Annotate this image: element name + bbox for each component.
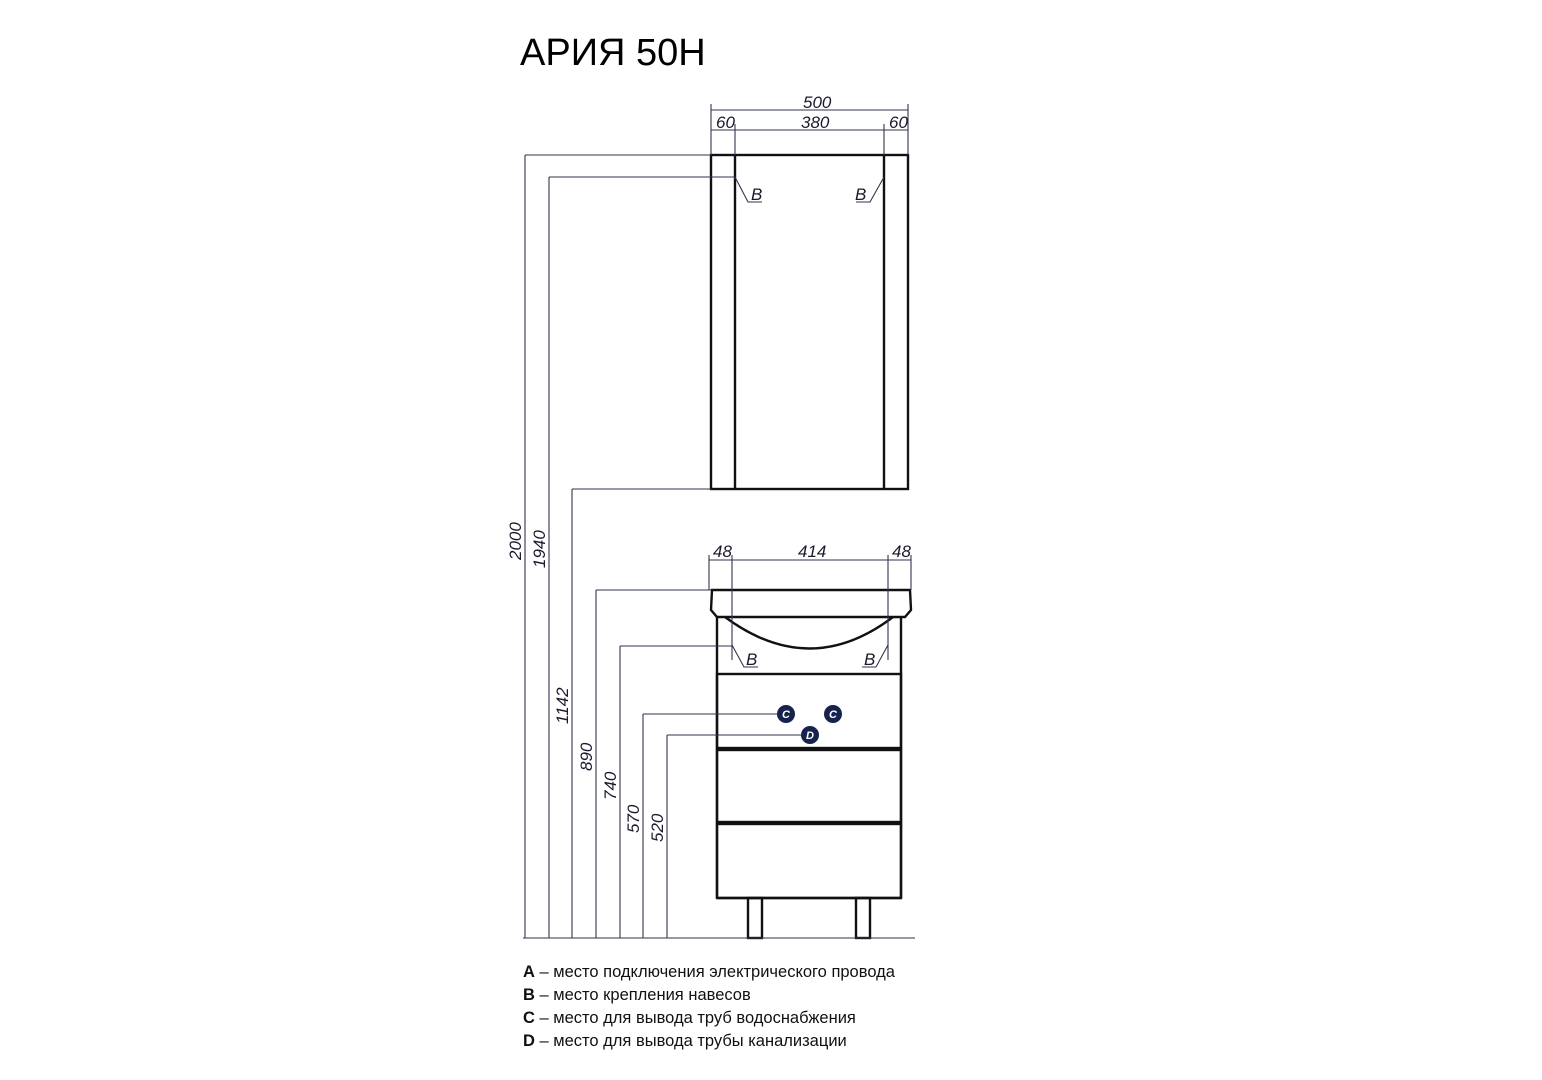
vanity-width-center: 414 <box>798 542 826 561</box>
connection-marks: C C D <box>777 705 842 744</box>
leg-left <box>746 896 764 940</box>
legend-text: – место для вывода труб водоснабжения <box>534 1009 856 1027</box>
legend-key: A <box>523 963 535 981</box>
mark-c-right: C <box>829 709 838 721</box>
mirror-b-marks: B B <box>734 176 885 204</box>
legend: A – место подключения электрического про… <box>523 961 895 1053</box>
vanity-width-right: 48 <box>892 542 911 561</box>
vanity-mark-b-left: B <box>746 650 757 669</box>
vanity-mark-b-right: B <box>864 650 875 669</box>
height-740: 740 <box>601 771 620 800</box>
height-570: 570 <box>624 804 643 833</box>
water-outlet-c-left <box>777 705 795 723</box>
legend-text: – место крепления навесов <box>534 986 751 1004</box>
vanity-unit <box>709 588 913 940</box>
drawer-3 <box>715 822 903 900</box>
legend-key: C <box>523 1009 535 1027</box>
drain-outlet-d <box>801 726 819 744</box>
mark-c-left: C <box>782 709 791 721</box>
vanity-width-left: 48 <box>713 542 732 561</box>
legend-key: B <box>523 986 535 1004</box>
mirror-width-left: 60 <box>716 113 735 132</box>
legend-row-a: A – место подключения электрического про… <box>523 961 895 984</box>
height-2000: 2000 <box>506 522 525 561</box>
mirror-mark-b-right: B <box>855 185 866 204</box>
mark-d: D <box>806 730 814 742</box>
height-1940: 1940 <box>530 530 549 568</box>
vanity-width-dimensions: 48 414 48 <box>708 542 912 660</box>
height-890: 890 <box>577 742 596 771</box>
mirror-frame <box>709 153 910 491</box>
mirror-width-total: 500 <box>803 93 832 112</box>
leg-right <box>854 896 872 940</box>
legend-text: – место для вывода трубы канализации <box>534 1032 847 1050</box>
legend-row-c: C – место для вывода труб водоснабжения <box>523 1007 895 1030</box>
mirror-width-right: 60 <box>889 113 908 132</box>
mirror-mark-b-left: B <box>751 185 762 204</box>
legend-text: – место подключения электрического прово… <box>534 963 895 981</box>
height-1142: 1142 <box>553 687 572 724</box>
mirror-cabinet <box>709 153 910 491</box>
washbasin-top <box>709 588 913 619</box>
mirror-width-center: 380 <box>801 113 830 132</box>
water-outlet-c-right <box>824 705 842 723</box>
height-dimensions: 2000 1940 1142 890 740 570 520 <box>506 154 915 939</box>
drawer-2 <box>715 748 903 824</box>
legend-row-b: B – место крепления навесов <box>523 984 895 1007</box>
drawing-title: АРИЯ 50Н <box>520 32 706 74</box>
height-520: 520 <box>648 813 667 842</box>
vanity-b-marks: B B <box>731 644 889 669</box>
legend-key: D <box>523 1032 535 1050</box>
legend-row-d: D – место для вывода трубы канализации <box>523 1030 895 1053</box>
washbasin-bowl <box>724 616 894 650</box>
drawer-1 <box>715 672 903 750</box>
mirror-width-dimensions: 500 60 380 60 <box>710 93 909 155</box>
